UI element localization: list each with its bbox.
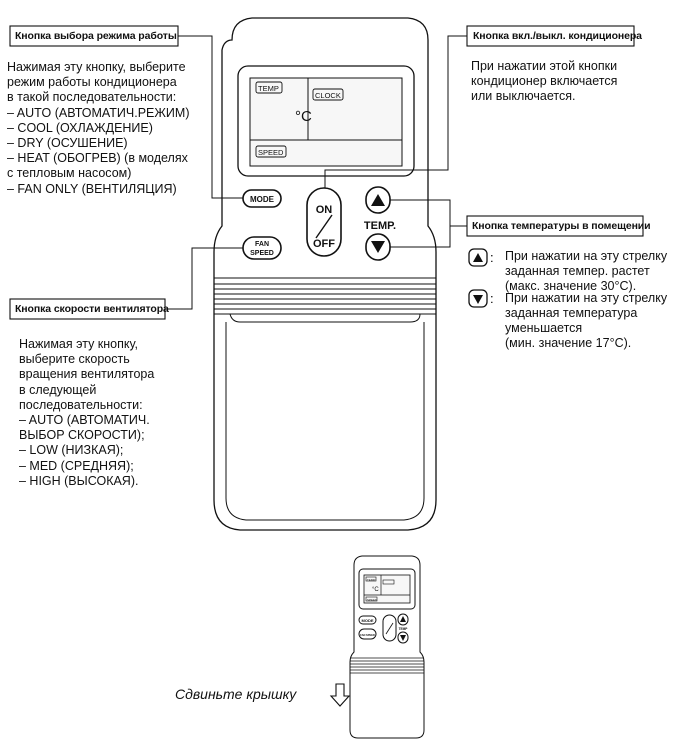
fan-desc-line: выберите скорость xyxy=(19,352,130,367)
fan-desc-line: – MED (СРЕДНЯЯ); xyxy=(19,458,134,473)
on-off-button xyxy=(306,187,342,257)
power-description: При нажатии этой кнопки кондиционер вклю… xyxy=(471,59,617,105)
mode-desc-line: в такой последовательности: xyxy=(7,90,177,105)
temp-down-desc-line: заданная температура xyxy=(505,306,638,320)
temp-down-description: При нажатии на эту стрелку заданная темп… xyxy=(505,291,667,351)
off-label[interactable]: OFF xyxy=(313,238,335,250)
fan-label-line1[interactable]: FAN xyxy=(255,241,269,248)
mode-button-label[interactable]: MODE xyxy=(250,195,275,204)
temp-down-arrow xyxy=(371,241,385,253)
fan-desc-line: вращения вентилятора xyxy=(19,367,155,382)
legend-down-colon: : xyxy=(490,291,494,306)
lcd-speed-tag xyxy=(255,145,287,158)
mode-desc-line: – COOL (ОХЛАЖДЕНИЕ) xyxy=(7,120,153,135)
small-mode-button xyxy=(358,615,377,625)
power-desc-line: При нажатии этой кнопки xyxy=(471,59,618,73)
grip-ribs xyxy=(214,277,436,315)
power-callout-title: Кнопка вкл./выкл. кондиционера xyxy=(473,30,642,42)
mode-description: Нажимая эту кнопку, выберите режим работ… xyxy=(7,60,189,197)
small-fan-label: FAN SPEED xyxy=(360,633,375,637)
mode-desc-line: – FAN ONLY (ВЕНТИЛЯЦИЯ) xyxy=(7,181,177,196)
temp-down-desc-line: уменьшается xyxy=(505,321,583,335)
small-lcd-screen xyxy=(363,574,411,604)
lcd-speed-label: SPEED xyxy=(258,148,284,157)
mode-desc-line: – DRY (ОСУШЕНИЕ) xyxy=(7,136,128,151)
temp-up-description: При нажатии на эту стрелку заданная темп… xyxy=(505,249,667,294)
fan-callout-title: Кнопка скорости вентилятора xyxy=(15,303,169,315)
lcd-clock-tag xyxy=(312,88,344,101)
lcd-unit: °C xyxy=(295,108,312,125)
power-desc-line: кондиционер включается xyxy=(471,74,618,89)
temp-up-desc-line: заданная темпер. растет xyxy=(505,264,650,278)
mode-desc-line: с тепловым насосом) xyxy=(7,166,132,181)
small-fan-button xyxy=(358,628,377,640)
mode-desc-line: – HEAT (ОБОГРЕВ) (в моделях xyxy=(7,151,188,166)
fan-desc-line: Нажимая эту кнопку, xyxy=(19,337,138,351)
mode-desc-line: – AUTO (АВТОМАТИЧ.РЕЖИМ) xyxy=(7,105,190,120)
temp-down-desc-line: При нажатии на эту стрелку xyxy=(505,291,668,305)
small-mode-label: MODE xyxy=(362,618,374,623)
fan-description: Нажимая эту кнопку, выберите скорость вр… xyxy=(19,337,154,489)
temp-up-arrow xyxy=(371,194,385,206)
small-temp-label: TEMP xyxy=(399,627,409,631)
temp-label: TEMP. xyxy=(364,220,396,232)
lcd-clock-label: CLOCK xyxy=(315,91,341,100)
temp-up-desc-line: (макс. значение 30°С). xyxy=(505,279,637,293)
power-desc-line: или выключается. xyxy=(471,89,576,104)
small-lcd-temp: TEMP xyxy=(367,578,375,582)
lcd-temp-tag xyxy=(255,81,283,94)
fan-desc-line: в следующей xyxy=(19,382,97,397)
legend-up-colon: : xyxy=(490,250,494,265)
mode-callout-title: Кнопка выбора режима работы xyxy=(15,30,177,42)
mode-desc-line: Нажимая эту кнопку, выберите xyxy=(7,60,186,74)
temp-legend-icons xyxy=(468,248,488,308)
fan-desc-line: – AUTO (АВТОМАТИЧ. xyxy=(19,413,150,428)
temp-down-desc-line: (мин. значение 17°С). xyxy=(505,336,632,350)
temp-callout-title: Кнопка температуры в помещении xyxy=(472,220,651,232)
lcd-temp-label: TEMP xyxy=(258,84,279,93)
small-remote-control xyxy=(349,555,425,739)
fan-desc-line: последовательности: xyxy=(19,397,143,412)
mode-desc-line: режим работы кондиционера xyxy=(7,75,177,90)
small-grip-ribs xyxy=(350,657,424,674)
fan-desc-line: – HIGH (ВЫСОКАЯ). xyxy=(19,473,139,488)
small-lcd-speed: SPEED xyxy=(367,598,378,602)
remote-control xyxy=(213,17,437,531)
slide-down-arrow-icon xyxy=(329,683,351,707)
fan-desc-line: ВЫБОР СКОРОСТИ); xyxy=(19,428,145,443)
small-lcd-unit: °C xyxy=(372,587,379,593)
temp-up-desc-line: При нажатии на эту стрелку xyxy=(505,249,668,263)
on-label[interactable]: ON xyxy=(316,204,333,216)
slide-cover-caption: Сдвиньте крышку xyxy=(175,686,297,702)
fan-desc-line: – LOW (НИЗКАЯ); xyxy=(19,443,124,458)
callout-lines xyxy=(9,25,644,320)
fan-label-line2[interactable]: SPEED xyxy=(250,250,274,257)
